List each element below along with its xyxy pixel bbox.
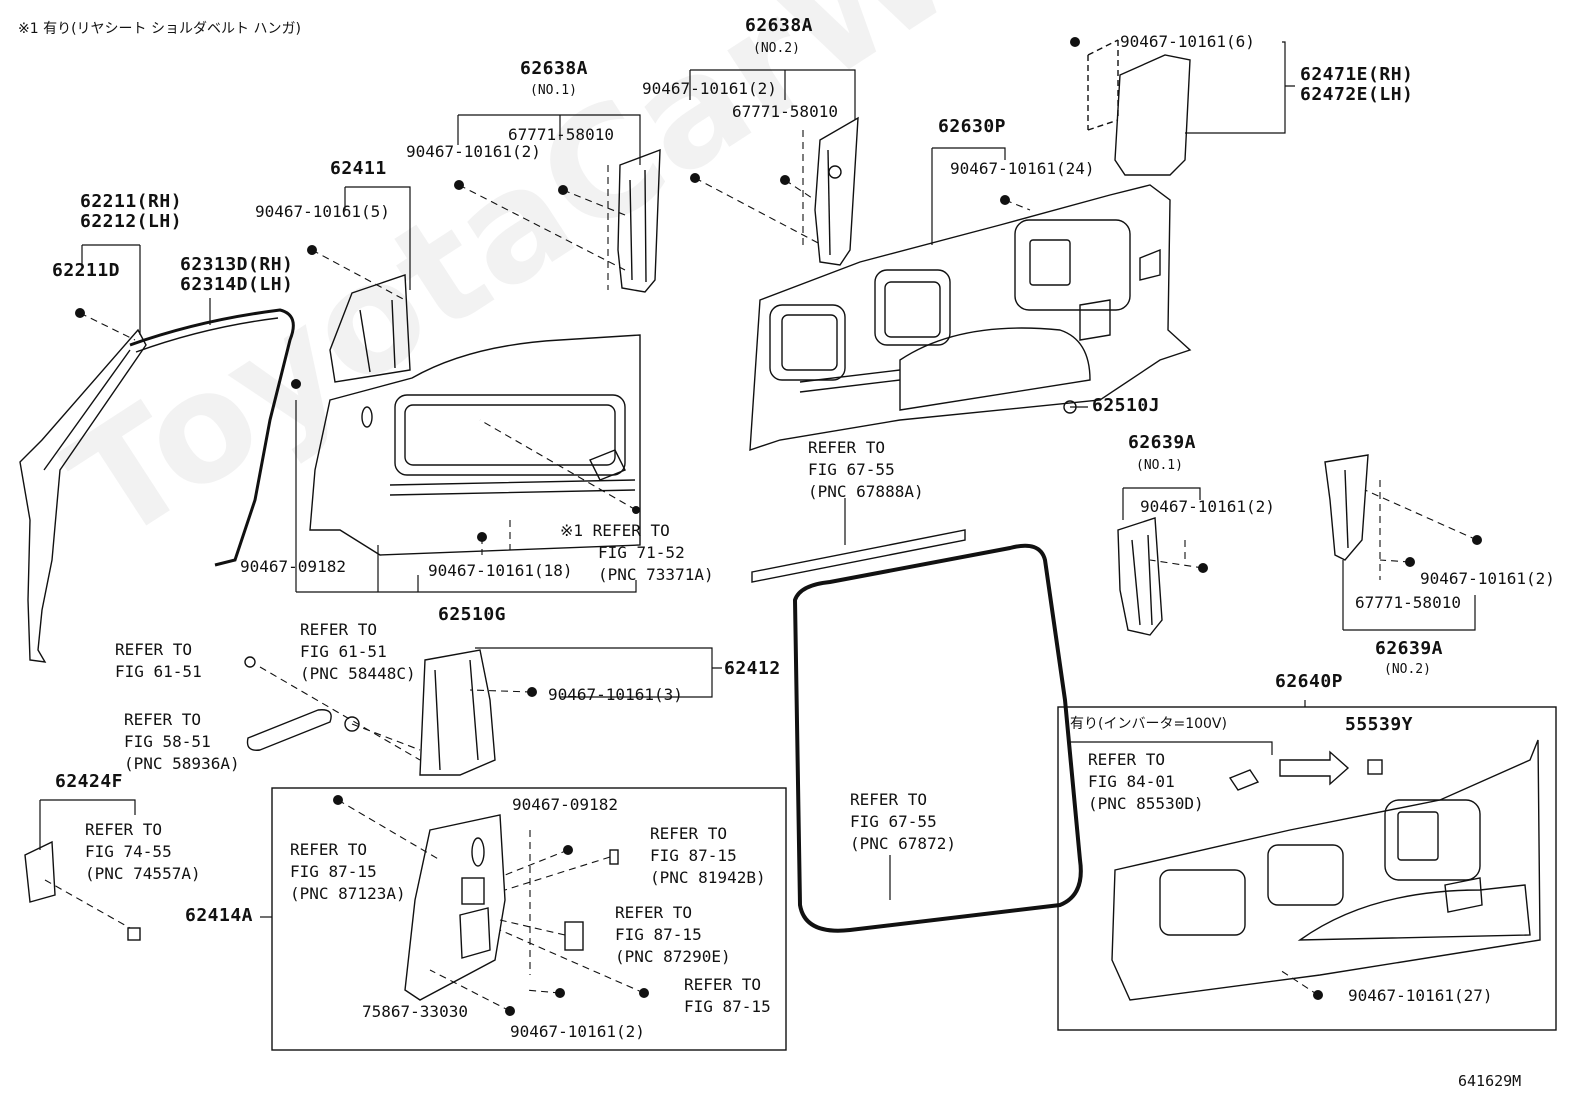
bolt-label-90467-27: 90467-10161(27) bbox=[1348, 986, 1493, 1005]
part-sub-no2: (NO.2) bbox=[753, 41, 800, 56]
part-label-62472e: 62472E(LH) bbox=[1300, 84, 1414, 105]
refer-87290-line3: (PNC 87290E) bbox=[615, 947, 731, 966]
part-label-62630p: 62630P bbox=[938, 116, 1007, 137]
part-sub-62639a-no1: (NO.1) bbox=[1136, 458, 1183, 473]
bolt-label-90467-2d: 90467-10161(2) bbox=[1420, 569, 1555, 588]
refer-87123-line3: (PNC 87123A) bbox=[290, 884, 406, 903]
refer-87123-line2: FIG 87-15 bbox=[290, 862, 377, 881]
part-label-62638a-no2: 62638A bbox=[745, 15, 814, 36]
part-label-62638a-no1: 62638A bbox=[520, 58, 589, 79]
refer-85530-line2: FIG 84-01 bbox=[1088, 772, 1175, 791]
refer-67888-line3: (PNC 67888A) bbox=[808, 482, 924, 501]
refer-8715-line2: FIG 87-15 bbox=[684, 997, 771, 1016]
refer-87290-line2: FIG 87-15 bbox=[615, 925, 702, 944]
refer-58936-line1: REFER TO bbox=[124, 710, 202, 729]
trim-62424f bbox=[24, 840, 56, 903]
refer-67872-line2: FIG 67-55 bbox=[850, 812, 937, 831]
assist-grip bbox=[246, 709, 332, 751]
refer-81942-line3: (PNC 81942B) bbox=[650, 868, 766, 887]
pillar-trim-62638a-no1 bbox=[617, 148, 661, 293]
header-note: ※1 有り(リヤシート ショルダベルト ハンガ) bbox=[18, 21, 301, 37]
part-label-62313d: 62313D(RH) bbox=[180, 254, 294, 275]
part-sub-no1: (NO.1) bbox=[530, 83, 577, 98]
bolt-label-90467-2e: 90467-10161(2) bbox=[510, 1022, 645, 1041]
opening-weatherstrip bbox=[129, 308, 295, 567]
quarter-upper-panel bbox=[329, 274, 411, 383]
part-sub-62639a-no2: (NO.2) bbox=[1384, 662, 1431, 677]
bolt-label-90467-2c: 90467-10161(2) bbox=[1140, 497, 1275, 516]
refer-73371-line3: (PNC 73371A) bbox=[598, 565, 714, 584]
part-label-62211: 62211(RH) bbox=[80, 191, 183, 212]
belt-weatherstrip bbox=[751, 529, 966, 583]
refer-81942-line1: REFER TO bbox=[650, 824, 728, 843]
refer-6151-line2: FIG 61-51 bbox=[115, 662, 202, 681]
part-label-55539y: 55539Y bbox=[1345, 714, 1414, 735]
part-label-62640p: 62640P bbox=[1275, 671, 1344, 692]
part-label-75867: 75867-33030 bbox=[362, 1002, 468, 1021]
front-pillar-garnish bbox=[19, 328, 147, 663]
figure-code: 641629M bbox=[1458, 1072, 1522, 1090]
deck-side-panel-62414a bbox=[404, 814, 506, 1001]
part-label-62211d: 62211D bbox=[52, 260, 121, 281]
refer-67888-line1: REFER TO bbox=[808, 438, 886, 457]
part-label-62414a: 62414A bbox=[185, 905, 254, 926]
refer-58448-line3: (PNC 58448C) bbox=[300, 664, 416, 683]
rear-trim-62630p bbox=[749, 184, 1192, 451]
refer-74557-line2: FIG 74-55 bbox=[85, 842, 172, 861]
pillar-62471e bbox=[1114, 54, 1191, 176]
part-label-62212: 62212(LH) bbox=[80, 211, 183, 232]
quarter-trim-62510g bbox=[309, 334, 641, 556]
refer-87290-line1: REFER TO bbox=[615, 903, 693, 922]
part-label-62510g: 62510G bbox=[438, 604, 507, 625]
inset-box-62640p bbox=[1057, 706, 1557, 1031]
part-label-62411: 62411 bbox=[330, 158, 387, 179]
bolt-label-90467-18: 90467-10161(18) bbox=[428, 561, 573, 580]
inset-box-62414a bbox=[271, 787, 787, 1051]
rear-trim-62640p bbox=[1111, 739, 1541, 1001]
pillar-trim-62639a-no1 bbox=[1117, 517, 1163, 636]
bolt-label-90467-6: 90467-10161(6) bbox=[1120, 32, 1255, 51]
refer-8715-line1: REFER TO bbox=[684, 975, 762, 994]
clip-label-67771-b: 67771-58010 bbox=[732, 102, 838, 121]
refer-87123-line1: REFER TO bbox=[290, 840, 368, 859]
refer-6151-line1: REFER TO bbox=[115, 640, 193, 659]
clip-label-67771-c: 67771-58010 bbox=[1355, 593, 1461, 612]
bolt-label-90467-09182b: 90467-09182 bbox=[512, 795, 618, 814]
bolt-label-90467-24: 90467-10161(24) bbox=[950, 159, 1095, 178]
refer-58448-line2: FIG 61-51 bbox=[300, 642, 387, 661]
part-label-62510j: 62510J bbox=[1092, 395, 1161, 416]
refer-81942-line2: FIG 87-15 bbox=[650, 846, 737, 865]
quarter-lower-panel-62412 bbox=[419, 649, 496, 776]
bolt-label-90467-2a: 90467-10161(2) bbox=[406, 142, 541, 161]
part-label-62639a-no1: 62639A bbox=[1128, 432, 1197, 453]
refer-58448-line1: REFER TO bbox=[300, 620, 378, 639]
refer-85530-line3: (PNC 85530D) bbox=[1088, 794, 1204, 813]
refer-58936-line3: (PNC 58936A) bbox=[124, 754, 240, 773]
bolt-label-90467-09182a: 90467-09182 bbox=[240, 557, 346, 576]
bolt-label-90467-2b: 90467-10161(2) bbox=[642, 79, 777, 98]
refer-58936-line2: FIG 58-51 bbox=[124, 732, 211, 751]
part-label-62471e: 62471E(RH) bbox=[1300, 64, 1414, 85]
part-label-62314d: 62314D(LH) bbox=[180, 274, 294, 295]
refer-67888-line2: FIG 67-55 bbox=[808, 460, 895, 479]
refer-85530-line1: REFER TO bbox=[1088, 750, 1166, 769]
pillar-trim-62639a-no2 bbox=[1324, 454, 1369, 561]
inverter-note: 有り(インバータ=100V) bbox=[1070, 716, 1227, 732]
refer-67872-line3: (PNC 67872) bbox=[850, 834, 956, 853]
door-weatherstrip-67872 bbox=[792, 543, 1083, 933]
bolt-label-90467-5: 90467-10161(5) bbox=[255, 202, 390, 221]
refer-67872-line1: REFER TO bbox=[850, 790, 928, 809]
part-label-62412: 62412 bbox=[724, 658, 781, 679]
refer-73371-line2: FIG 71-52 bbox=[598, 543, 685, 562]
pillar-trim-62638a-no2 bbox=[814, 116, 859, 266]
part-label-62424f: 62424F bbox=[55, 771, 124, 792]
refer-74557-line1: REFER TO bbox=[85, 820, 163, 839]
refer-74557-line3: (PNC 74557A) bbox=[85, 864, 201, 883]
clip-label-67771-a: 67771-58010 bbox=[508, 125, 614, 144]
refer-73371-line1: ※1 REFER TO bbox=[560, 521, 670, 540]
part-label-62639a-no2: 62639A bbox=[1375, 638, 1444, 659]
bolt-label-90467-3: 90467-10161(3) bbox=[548, 685, 683, 704]
